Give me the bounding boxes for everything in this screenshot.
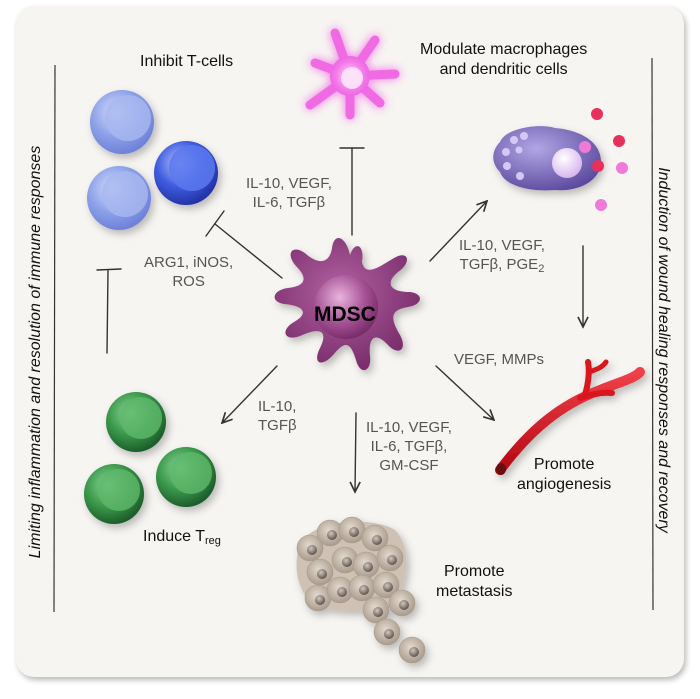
tumor-cell-icon	[398, 636, 426, 664]
mdsc-label: MDSC	[314, 303, 376, 326]
t-cells-label: Inhibit T-cells	[140, 53, 234, 70]
mediator-line: VEGF, MMPs	[454, 351, 545, 368]
tumor-cell-icon	[388, 589, 416, 617]
mediator-line: IL-10, VEGF,	[246, 175, 332, 192]
inhibit-arrow-t-cells	[214, 223, 283, 279]
cytokine-icon	[592, 160, 604, 172]
tumor-cluster-icon	[296, 516, 426, 664]
angiogenesis-label-line1: Promote	[533, 456, 595, 473]
cytokine-icon	[595, 199, 607, 211]
cytokine-particles	[579, 108, 628, 211]
mediator-line: IL-10, VEGF,	[366, 419, 452, 436]
mediator-line: IL-6, TGFβ,	[370, 438, 448, 455]
metastasis-label-line1: Promote	[444, 563, 505, 580]
arrow-to-treg	[222, 365, 278, 423]
treg-cell-icon	[156, 447, 216, 507]
metastasis-label-line2: metastasis	[436, 583, 513, 600]
inhibit-arrow-treg-t-cells	[106, 269, 109, 354]
arrows	[96, 147, 583, 492]
treg-label-sub: reg	[204, 535, 221, 547]
mediator-line: TGFβ, PGE2	[459, 255, 545, 279]
dendritic-cell-icon	[305, 28, 400, 120]
tumor-cell-icon	[306, 558, 334, 586]
mediator-line: IL-10,	[258, 398, 297, 415]
treg-cell-group	[84, 392, 216, 524]
tumor-cell-icon	[376, 544, 404, 572]
angiogenesis-label: Promote angiogenesis	[517, 455, 611, 495]
tumor-cell-icon	[296, 534, 324, 562]
mediator-text: TGFβ, PGE	[459, 256, 539, 273]
cytokine-icon	[616, 162, 628, 174]
mediator-line: ROS	[172, 273, 205, 290]
angiogenesis-label-line2: angiogenesis	[517, 476, 612, 493]
left-side-label: Limiting inflammation and resolution of …	[27, 145, 44, 559]
mediators-macrophage: IL-10, VEGF, TGFβ, PGE2	[459, 236, 545, 279]
tumor-cell-icon	[338, 516, 366, 544]
t-cell-icon	[154, 141, 218, 205]
mediator-line: ARG1, iNOS,	[144, 254, 234, 271]
right-side-label: Induction of wound healing responses and…	[655, 167, 672, 533]
mediators-dendritic: IL-10, VEGF, IL-6, TGFβ	[246, 174, 332, 212]
cytokine-icon	[613, 135, 625, 147]
mediator-line: IL-6, TGFβ	[252, 194, 326, 211]
tumor-cell-icon	[362, 596, 390, 624]
treg-cell-icon	[84, 464, 144, 524]
mediators-metastasis: IL-10, VEGF, IL-6, TGFβ, GM-CSF	[366, 418, 452, 475]
right-divider-line	[651, 57, 654, 611]
tumor-cell-icon	[361, 524, 389, 552]
left-divider-line	[53, 64, 56, 613]
treg-cell-icon	[106, 392, 166, 452]
treg-label-main: Induce T	[143, 528, 205, 545]
mediator-line: IL-10, VEGF,	[459, 237, 545, 254]
mdsc-cell-icon	[274, 238, 420, 371]
cytokine-icon	[591, 108, 603, 120]
blood-vessel-icon	[495, 359, 645, 475]
mediator-line: GM-CSF	[379, 457, 439, 474]
cytokine-icon	[579, 141, 591, 153]
metastasis-label: Promote metastasis	[436, 562, 512, 602]
tumor-cell-icon	[316, 519, 344, 547]
mediators-t-cells: ARG1, iNOS, ROS	[144, 253, 233, 291]
dendritic-label-line2: and dendritic cells	[439, 61, 568, 78]
tumor-cell-icon	[331, 546, 359, 574]
mediator-line: TGFβ	[258, 417, 297, 434]
tumor-cell-icon	[348, 574, 376, 602]
inhibit-bar	[96, 268, 122, 271]
dendritic-label: Modulate macrophages and dendritic cells	[420, 40, 587, 80]
dendritic-label-line1: Modulate macrophages	[420, 41, 588, 58]
inhibit-bar	[205, 210, 225, 237]
arrow-to-metastasis	[355, 412, 356, 492]
tumor-cell-icon	[352, 551, 380, 579]
treg-label: Induce Treg	[143, 527, 221, 551]
t-cell-icon	[90, 90, 154, 154]
mediator-subscript: 2	[538, 263, 545, 275]
tumor-cell-icon	[372, 571, 400, 599]
mediators-treg: IL-10, TGFβ	[258, 397, 297, 435]
tumor-cell-icon	[373, 618, 401, 646]
arrow-to-angiogenesis	[435, 365, 494, 420]
mediators-angiogenesis: VEGF, MMPs	[454, 350, 544, 369]
arrow-to-macrophage	[429, 201, 487, 262]
t-cell-group	[87, 90, 218, 230]
t-cell-icon	[87, 166, 151, 230]
macrophage-icon	[493, 126, 602, 191]
